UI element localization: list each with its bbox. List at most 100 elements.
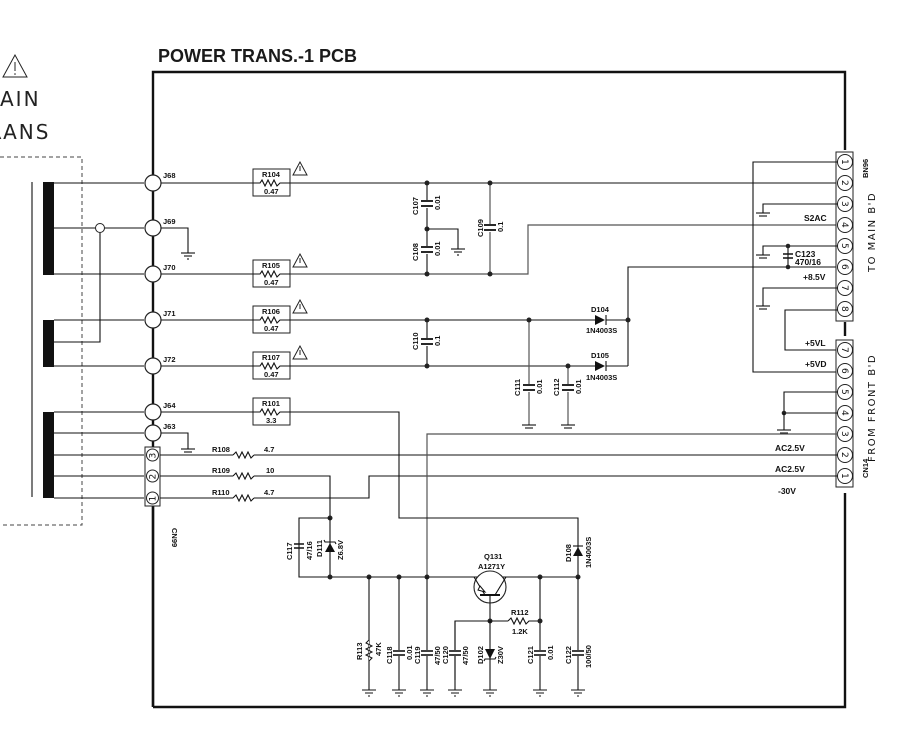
svg-text:0.47: 0.47 [264, 187, 279, 196]
svg-text:R112: R112 [511, 608, 529, 617]
label-trans: RANS [0, 120, 50, 144]
svg-text:0.01: 0.01 [546, 645, 555, 660]
connector-CN99: 3 2 1 CN99 [144, 446, 179, 547]
net-label-ac1: AC2.5V [775, 443, 805, 453]
svg-text:J63: J63 [163, 422, 176, 431]
svg-text:R104: R104 [262, 170, 281, 179]
svg-text:C118: C118 [385, 646, 394, 664]
bn96-pin-2 [837, 175, 853, 191]
svg-text:R109: R109 [212, 466, 230, 475]
cn14-pin-label: 3 [839, 431, 849, 437]
svg-text:100/50: 100/50 [584, 645, 593, 668]
svg-text:4.7: 4.7 [264, 488, 274, 497]
diode-D108: D108 1N4003S [564, 537, 593, 568]
resistor-R107: R107 0.47 [252, 351, 291, 380]
svg-text:47/50: 47/50 [433, 646, 442, 665]
svg-text:R108: R108 [212, 445, 230, 454]
svg-text:3.3: 3.3 [266, 416, 276, 425]
svg-text:47/50: 47/50 [461, 646, 470, 665]
svg-text:D105: D105 [591, 351, 609, 360]
ground-icon [777, 429, 791, 434]
svg-text:D104: D104 [591, 305, 610, 314]
cn14-pin-label: 2 [839, 452, 849, 458]
label-main: AIN [0, 87, 41, 111]
cn14-pin-label: 4 [839, 410, 849, 416]
cap-C119: C119 47/50 [413, 646, 442, 665]
diode-D104: D104 1N4003S [586, 305, 628, 335]
resistor-R105: R105 0.47 [252, 259, 291, 288]
cap-C123-value: 470/16 [795, 257, 821, 267]
cap-C110-value: 0.1 [433, 336, 442, 346]
transistor-Q131: Q131 A1271Y [473, 552, 507, 621]
svg-text:J69: J69 [163, 217, 176, 226]
bn96-pin-label: 7 [839, 285, 849, 291]
cap-C111-ref: C111 [513, 379, 522, 396]
cn14-name: CN14 [861, 458, 870, 478]
jack-J70: J70 [144, 263, 176, 283]
ground-icon [756, 254, 770, 259]
svg-text:C120: C120 [441, 646, 450, 664]
jack-J68: J68 [144, 171, 176, 192]
svg-text:R110: R110 [212, 488, 230, 497]
svg-text:C119: C119 [413, 646, 422, 664]
cn14-pin-label: 6 [839, 368, 849, 374]
cap-C121: C121 0.01 [526, 645, 555, 664]
svg-text:R107: R107 [262, 353, 280, 362]
svg-text:A1271Y: A1271Y [478, 562, 505, 571]
net-label-p5vl: +5VL [805, 338, 826, 348]
svg-text:C122: C122 [564, 646, 573, 664]
net-label-m30: -30V [778, 486, 796, 496]
electrolytic-cap-icon [783, 253, 793, 259]
svg-text:C117: C117 [285, 542, 294, 560]
jack-J64: J64 [144, 401, 176, 421]
svg-text:J68: J68 [163, 171, 176, 180]
main-trans-boundary [0, 156, 83, 526]
resistor-R108: R108 4.7 [212, 445, 274, 460]
bn96-pin-label: 5 [839, 243, 849, 249]
warning-icon [292, 160, 308, 176]
ground-icon [522, 424, 536, 429]
svg-text:1N4003S: 1N4003S [586, 326, 617, 335]
ground-icon [756, 305, 770, 310]
cn14-pin-label: 1 [839, 473, 849, 479]
net-label-p5vd: +5VD [805, 359, 827, 369]
bn96-pin-label: 8 [839, 306, 849, 312]
jack-J72: J72 [144, 355, 176, 375]
bn96-pin-label: 3 [839, 201, 849, 207]
jack-J69: J69 [144, 217, 176, 237]
svg-text:1.2K: 1.2K [512, 627, 528, 636]
warning-icon [292, 252, 308, 268]
jack-J63: J63 [144, 422, 176, 442]
cn14-pins: 7 6 5 4 3 2 1 [837, 342, 853, 484]
svg-text:0.47: 0.47 [264, 278, 279, 287]
net-label-p8v5: +8.5V [803, 272, 826, 282]
connector-BN96 [835, 151, 854, 322]
svg-text:R105: R105 [262, 261, 280, 270]
transformer [31, 182, 54, 498]
svg-text:D108: D108 [564, 544, 573, 562]
cap-C111-value: 0.01 [535, 379, 544, 394]
cap-C109-ref: C109 [476, 219, 485, 237]
svg-text:10: 10 [266, 466, 274, 475]
cap-C122: C122 100/50 [564, 645, 593, 668]
resistor-R110: R110 4.7 [212, 488, 274, 503]
bn96-caption: TO MAIN B'D [867, 192, 878, 273]
jack-J71: J71 [144, 309, 176, 329]
cn14-pin-label: 7 [839, 347, 849, 353]
bn96-name: BN96 [861, 159, 870, 178]
svg-text:Z6.8V: Z6.8V [336, 540, 345, 560]
cap-C118: C118 0.01 [385, 645, 414, 664]
cap-C108-ref: C108 [411, 243, 420, 261]
cn14-pin-label: 5 [839, 389, 849, 395]
ground-icon [451, 248, 465, 256]
ground-icon [181, 448, 195, 453]
main-trans-label: AIN RANS [0, 53, 50, 144]
ground-icon [756, 212, 770, 217]
cap-C120: C120 47/50 [441, 646, 470, 665]
cap-C112-ref: C112 [552, 378, 561, 396]
resistor-R113: R113 47K [355, 639, 383, 662]
net-label-ac2: AC2.5V [775, 464, 805, 474]
pcb-outline-bottom [153, 493, 847, 709]
diode-D105: D105 1N4003S [586, 351, 628, 382]
